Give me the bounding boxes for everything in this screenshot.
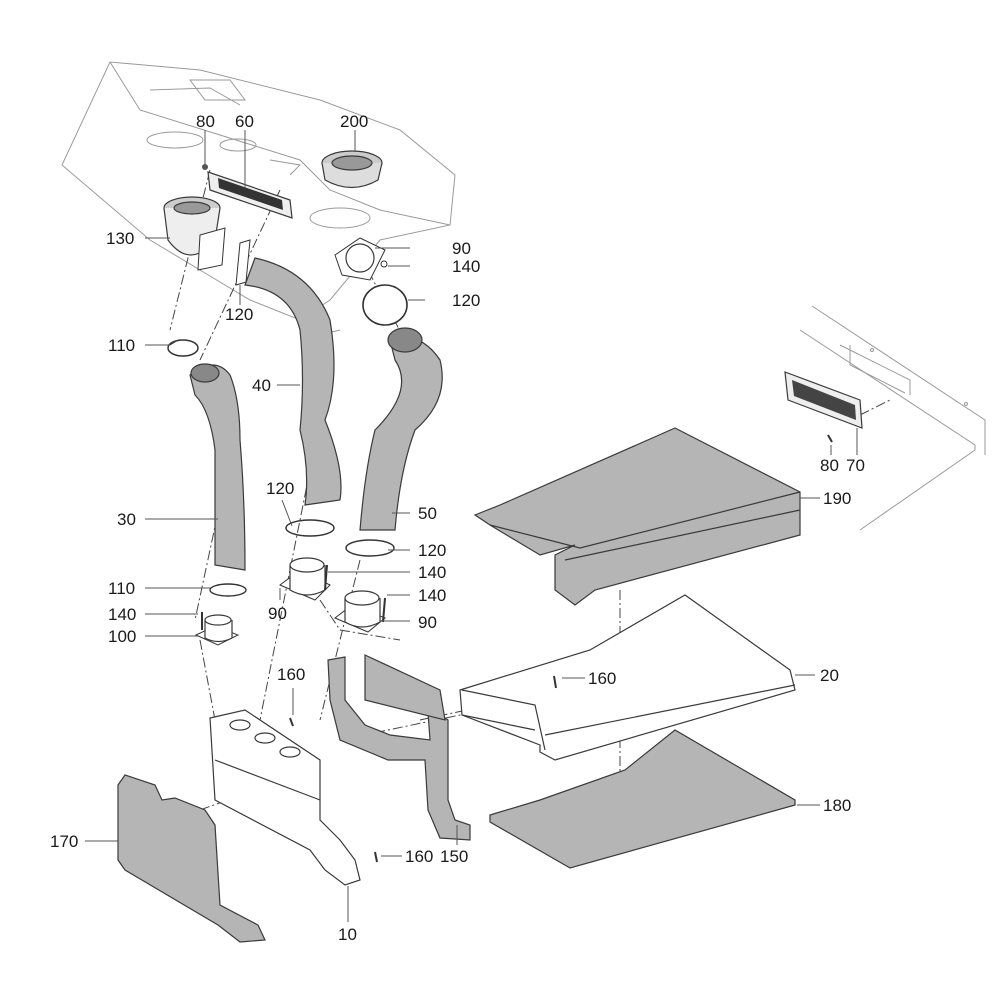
callout-40: 40 [252, 376, 271, 395]
callout-90-right: 90 [418, 613, 437, 632]
part-150-bracket [327, 654, 471, 841]
callout-120-right: 120 [452, 291, 480, 310]
callout-160-top: 160 [277, 665, 305, 684]
callout-60: 60 [235, 112, 254, 131]
part-90-flange-right [334, 590, 386, 633]
part-80-screw-right [827, 434, 833, 443]
part-100-flange [194, 614, 240, 646]
part-120-clamp-ring-lower [345, 539, 395, 557]
callout-130: 130 [106, 229, 134, 248]
dashboard-context-outline [61, 61, 456, 336]
callout-140-mid2: 140 [418, 586, 446, 605]
part-90-flange-top [334, 237, 386, 281]
part-10-console [209, 709, 361, 886]
callout-100: 100 [108, 627, 136, 646]
callout-160-right: 160 [588, 669, 616, 688]
part-110-clamp-bottom [209, 583, 247, 597]
callout-180: 180 [823, 796, 851, 815]
part-140-screw-top [380, 260, 388, 268]
callout-140-mid1: 140 [418, 563, 446, 582]
callout-50: 50 [418, 504, 437, 523]
callout-120-left: 120 [225, 305, 253, 324]
part-60-switch-panel [207, 171, 293, 219]
callout-10: 10 [338, 925, 357, 944]
part-180-mat [489, 729, 796, 869]
part-130-air-vent [163, 196, 226, 271]
leader-lines [85, 130, 858, 922]
callout-200: 200 [340, 112, 368, 131]
part-120-clamp-ring-mid [285, 519, 335, 537]
callout-80-right: 80 [820, 456, 839, 475]
part-80-screw-top [202, 164, 208, 170]
part-160-screw-bottom [374, 851, 378, 863]
callout-30: 30 [117, 510, 136, 529]
callout-20: 20 [820, 666, 839, 685]
callout-120-lower: 120 [418, 541, 446, 560]
part-30-air-hose [189, 363, 246, 571]
part-50-air-hose [359, 327, 443, 531]
callout-110-bottom: 110 [108, 579, 135, 598]
callout-160-bottom: 160 [405, 847, 433, 866]
callout-140-left: 140 [108, 605, 136, 624]
callout-140-top: 140 [452, 257, 480, 276]
part-40-air-hose [244, 257, 342, 506]
callout-labels: 80 60 200 130 90 140 120 120 110 40 30 1… [50, 112, 865, 944]
callout-170: 170 [50, 832, 78, 851]
callout-190: 190 [823, 489, 851, 508]
part-200-air-vent [321, 150, 383, 189]
callout-80-top: 80 [196, 112, 215, 131]
callout-110-top: 110 [108, 336, 135, 355]
part-170-side-panel [117, 774, 266, 943]
callout-120-mid: 120 [266, 479, 294, 498]
part-190-cover [473, 427, 801, 606]
callout-150: 150 [440, 847, 468, 866]
part-140-screw-mid1 [324, 564, 328, 591]
callout-90-top: 90 [452, 239, 471, 258]
part-160-screw-top [289, 717, 294, 727]
callout-90-mid: 90 [268, 604, 287, 623]
part-140-screw-mid2 [382, 597, 386, 623]
part-70-vent-grille [784, 371, 863, 429]
side-panel-context-outline [799, 305, 986, 531]
part-110-clamp-top [167, 339, 199, 357]
part-120-clamp-ring-top [362, 284, 408, 326]
part-20-housing [459, 594, 796, 761]
part-90-flange-mid [279, 557, 331, 601]
part-160-screw-right [553, 675, 557, 689]
callout-70: 70 [846, 456, 865, 475]
